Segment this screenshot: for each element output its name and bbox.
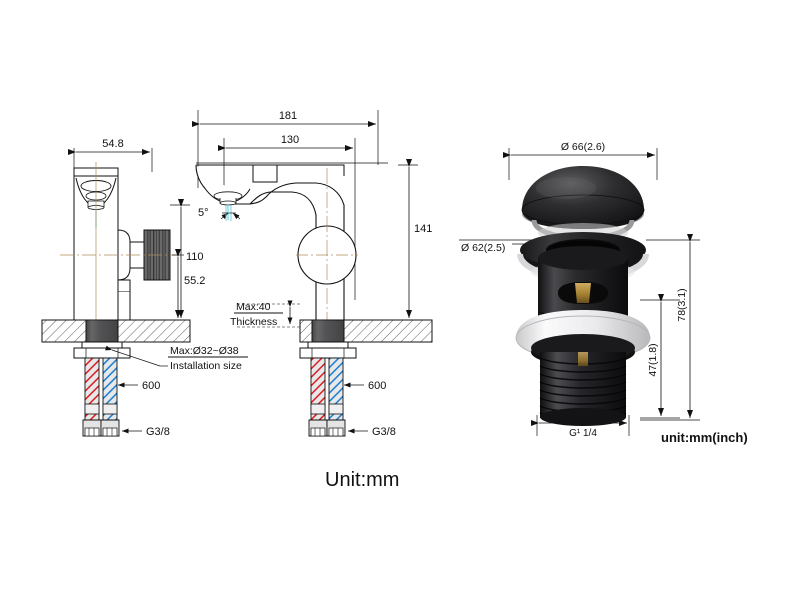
dim-label-78: 78(3.1) [676, 288, 688, 321]
drain-threaded-shank [539, 352, 627, 426]
countertop-left [41, 319, 191, 343]
supply-hose-left-pair [82, 357, 120, 437]
note-installation-size-line1: Max:Ø32~Ø38 [170, 345, 239, 357]
dim-thread-length: 47(1.8) [640, 294, 680, 419]
note-thickness-line2: Thickness [230, 316, 277, 328]
dim-label-47: 47(1.8) [647, 343, 659, 376]
dim-label-141: 141 [414, 223, 432, 235]
callout-hose-length-left: 600 [118, 380, 160, 392]
dim-body-width: 54.8 [68, 138, 153, 172]
dim-label-181: 181 [279, 110, 297, 122]
dim-cap-diameter: Ø 66(2.6) [503, 141, 658, 180]
faucet-side-view: 181 130 [170, 110, 433, 438]
callout-hose-length-right: 600 [344, 380, 386, 392]
dim-label-g14: G¹ 1/4 [569, 428, 597, 439]
faucet-body-side [195, 164, 357, 321]
dim-label-5deg: 5° [198, 207, 209, 219]
dim-spout-angle: 5° [198, 205, 241, 221]
mounting-nut-left [73, 341, 131, 359]
faucet-body-front [73, 167, 171, 321]
caption-unit-mm-inch: unit:mm(inch) [661, 430, 748, 445]
countertop-middle [299, 319, 433, 343]
label-600-left: 600 [142, 380, 160, 392]
faucet-front-view: 54.8 [41, 138, 248, 438]
supply-hose-middle-pair [308, 357, 346, 437]
dim-label-55-2: 55.2 [184, 275, 205, 287]
dim-label-66: Ø 66(2.6) [561, 141, 605, 153]
mounting-nut-middle [299, 341, 357, 359]
callout-thread-right: G3/8 [348, 426, 396, 438]
dim-spout-height: 110 [170, 199, 204, 321]
pop-up-drain: Ø 66(2.6) Ø 62(2.5) [459, 141, 700, 439]
dim-label-110: 110 [186, 251, 204, 263]
dim-label-62: Ø 62(2.5) [461, 242, 505, 254]
note-installation-size: Max:Ø32~Ø38 Installation size [105, 345, 248, 372]
dim-drain-overall-height: 78(3.1) [640, 234, 700, 421]
caption-unit-mm: Unit:mm [325, 469, 399, 491]
note-installation-size-line2: Installation size [170, 360, 242, 372]
dim-label-54-8: 54.8 [102, 138, 123, 150]
dim-thread-size: G¹ 1/4 [531, 415, 630, 439]
callout-thread-left: G3/8 [122, 426, 170, 438]
dim-label-130: 130 [281, 134, 299, 146]
label-g38-left: G3/8 [146, 426, 170, 438]
dim-spout-reach: 130 [218, 134, 356, 300]
label-g38-right: G3/8 [372, 426, 396, 438]
label-600-right: 600 [368, 380, 386, 392]
note-counter-thickness: Max:40 Thickness [230, 300, 300, 328]
note-thickness-line1: Max:40 [236, 301, 271, 313]
drain-cap [521, 166, 645, 243]
